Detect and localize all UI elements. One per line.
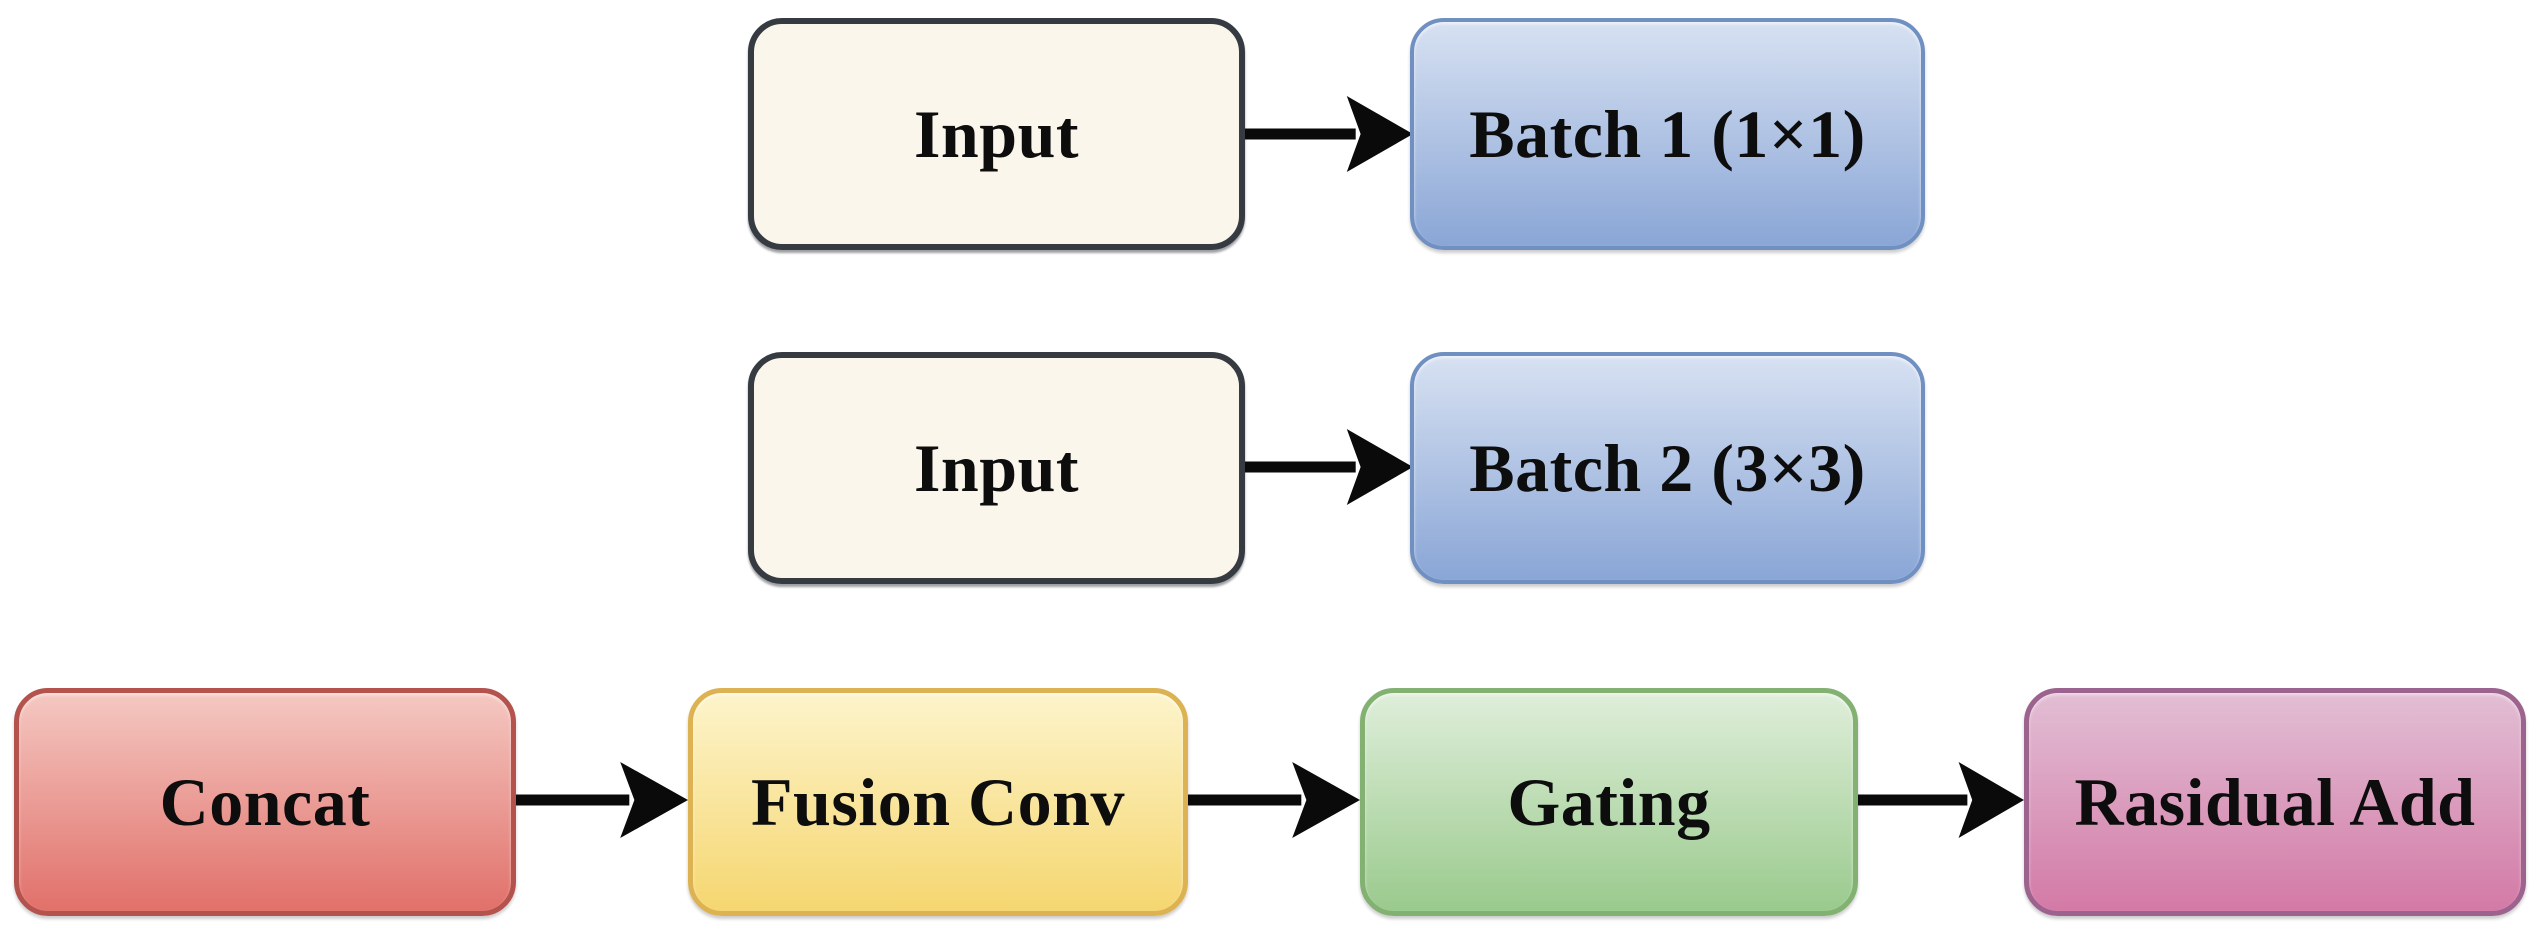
node-batch-2-label: Batch 2 (3×3) bbox=[1469, 429, 1866, 506]
node-batch-1: Batch 1 (1×1) bbox=[1410, 18, 1925, 250]
node-concat-label: Concat bbox=[159, 763, 371, 840]
node-gating-label: Gating bbox=[1507, 763, 1711, 840]
node-concat: Concat bbox=[14, 688, 516, 916]
node-batch-2: Batch 2 (3×3) bbox=[1410, 352, 1925, 584]
node-input-2: Input bbox=[748, 352, 1245, 584]
node-input-1-label: Input bbox=[913, 95, 1080, 172]
node-input-2-label: Input bbox=[913, 429, 1080, 506]
node-input-1: Input bbox=[748, 18, 1245, 250]
node-fusion-conv: Fusion Conv bbox=[688, 688, 1188, 916]
arrow-input2-to-batch2-icon bbox=[1245, 429, 1413, 505]
arrow-fusion-to-gating-icon bbox=[1188, 762, 1360, 838]
arrow-gating-to-residual-icon bbox=[1858, 762, 2024, 838]
node-residual-add: Rasidual Add bbox=[2024, 688, 2526, 916]
node-gating: Gating bbox=[1360, 688, 1858, 916]
node-batch-1-label: Batch 1 (1×1) bbox=[1469, 95, 1866, 172]
arrow-concat-to-fusion-icon bbox=[516, 762, 688, 838]
node-fusion-conv-label: Fusion Conv bbox=[751, 763, 1125, 840]
arrow-input1-to-batch1-icon bbox=[1245, 96, 1413, 172]
node-residual-add-label: Rasidual Add bbox=[2074, 763, 2476, 840]
